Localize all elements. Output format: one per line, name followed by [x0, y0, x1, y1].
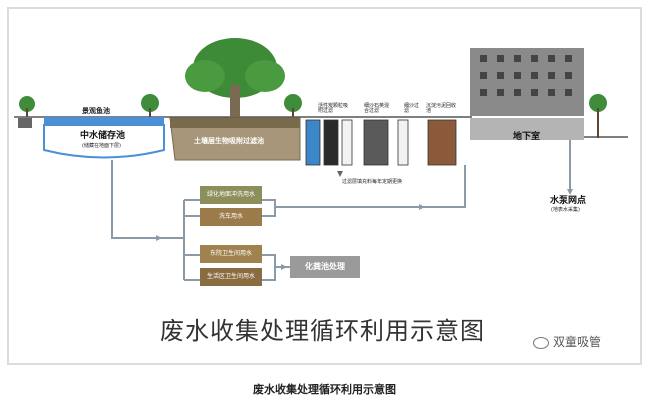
- basement-shape: [470, 118, 584, 140]
- soil-filter-label: 土壤层生物吸附过滤池: [194, 137, 264, 145]
- reservoir-label: 中水储存池: [80, 131, 126, 141]
- big-tree-icon: [185, 38, 285, 117]
- septic-box: [290, 256, 360, 278]
- pond-label: 景观鱼池: [82, 107, 110, 115]
- use-box-brown-1: [200, 245, 262, 263]
- use-box-brown-2: [200, 268, 262, 286]
- arrow-icon: [567, 189, 573, 195]
- use-box-green-2: [200, 208, 262, 226]
- watermark-text: 双童吸管: [553, 335, 602, 349]
- tree-icon: [19, 96, 35, 117]
- filter-black-column: [323, 119, 339, 166]
- use-living-toilet: 生活区卫生间用水: [206, 273, 255, 281]
- diagram-title: 废水收集处理循环利用示意图: [160, 317, 485, 345]
- filter-gravel-column: [363, 119, 389, 166]
- reservoir-note: (储藏在地面下层): [82, 143, 121, 149]
- filter2-label: 细沙石英混合过滤: [364, 103, 390, 114]
- outlet-block: [18, 118, 32, 128]
- use-car-wash: 洗车用水: [218, 213, 243, 221]
- pump-note: (地表水采集): [551, 207, 580, 213]
- tree-icon: [284, 94, 302, 117]
- reservoir-shape: [43, 124, 165, 159]
- use-green-wash: 绿化地面冲洗用水: [206, 191, 255, 199]
- arrow-icon: [337, 171, 343, 177]
- arrow-icon: [419, 204, 425, 210]
- tree-icon: [589, 94, 607, 138]
- watermark: 双童吸管: [533, 333, 601, 350]
- filter3-label: 细沙过滤: [404, 103, 420, 114]
- use-box-green-1: [200, 186, 262, 204]
- septic-label: 化粪池处理: [305, 262, 345, 272]
- arrow-icon: [281, 264, 287, 270]
- filter-white-column2: [397, 119, 409, 166]
- wechat-icon: [533, 336, 549, 349]
- basement-label: 地下室: [513, 132, 541, 142]
- filter4-label: 沉淀污泥回收池: [426, 103, 457, 114]
- filter-white-column: [341, 119, 353, 166]
- image-caption: 废水收集处理循环利用示意图: [253, 383, 396, 396]
- tree-icon: [141, 94, 159, 117]
- filter-note: 过滤层填充料每年定期更换: [342, 179, 403, 185]
- filter-sediment-column: [427, 119, 457, 166]
- soil-layer-top: [170, 118, 300, 128]
- filter-blue-column: [305, 119, 321, 166]
- building-icon: [470, 48, 584, 116]
- pond-shape: [44, 117, 164, 125]
- arrow-icon: [156, 235, 162, 241]
- pump-label: 水泵网点: [550, 196, 587, 206]
- use-east-toilet: 东院卫生间用水: [209, 250, 252, 258]
- filter1-label: 活性炭颗粒吸附过滤: [318, 103, 349, 114]
